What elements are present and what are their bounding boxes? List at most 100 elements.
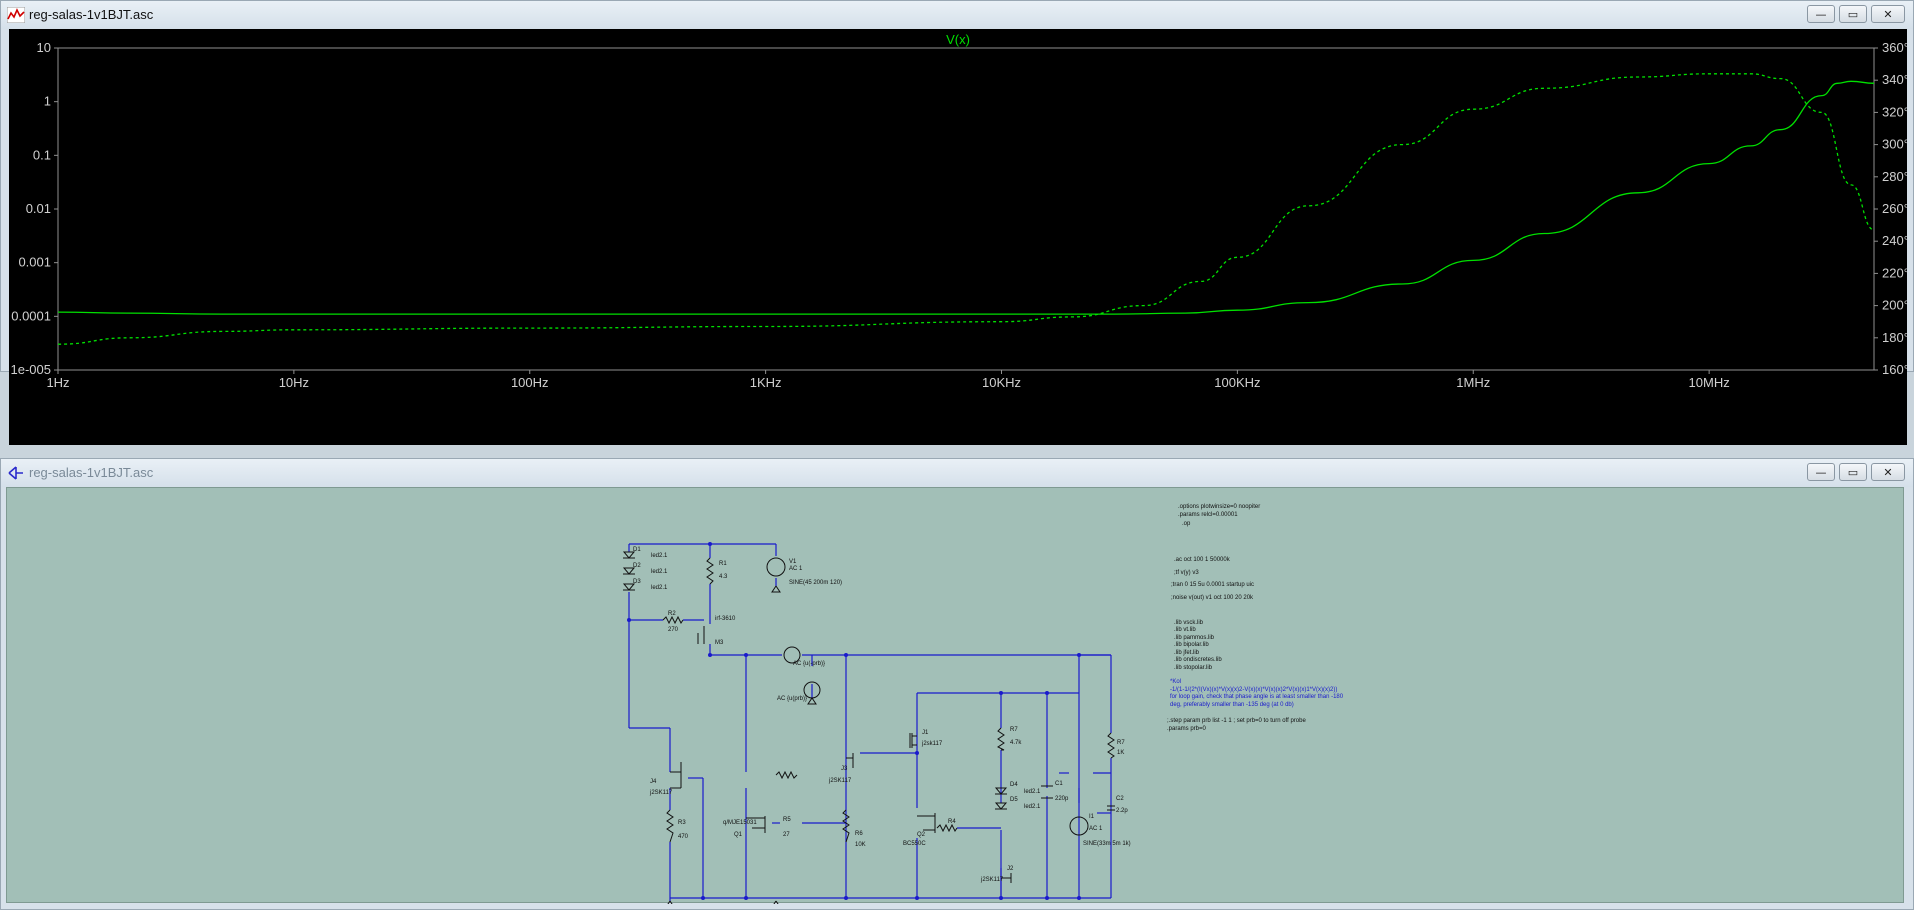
label-m3: M3 [715,640,724,646]
x-tick-label: 1MHz [1456,375,1490,390]
label-r2: R2 [668,611,676,617]
label-r2-value: 270 [668,627,679,633]
y-right-tick-label: 360° [1882,40,1907,55]
directive-noise[interactable]: ;noise v(out) v1 oct 100 20 20k [1171,595,1254,601]
directive-lib-2[interactable]: .lib vt.lib [1174,627,1196,633]
y-right-tick-label: 200° [1882,298,1907,313]
phase-trace[interactable] [57,73,1875,345]
minimize-button[interactable]: — [1807,463,1835,481]
x-tick-label: 100Hz [511,375,549,390]
trace-label[interactable]: V(x) [946,32,970,47]
y-left-tick-label: 0.0001 [11,308,51,323]
label-v1: V1 [789,559,797,565]
x-tick-label: 1KHz [750,375,782,390]
label-d2-value: led2.1 [651,569,668,575]
directive-lib-1[interactable]: .lib vsck.lib [1174,620,1204,626]
label-j3-value: j2SK117 [828,778,852,784]
comment-line-1[interactable]: for loop gain, check that phase angle is… [1170,694,1344,700]
maximize-button[interactable]: ▭ [1839,463,1867,481]
comment-formula[interactable]: -1/(1-1/(2*(I(Vx)(x)*V(x)(x)2-V(x)(x)*V(… [1170,687,1337,693]
plot-window-controls: — ▭ ✕ [1807,5,1905,23]
schematic-window-controls: — ▭ ✕ [1807,463,1905,481]
x-tick-label: 10MHz [1689,375,1730,390]
label-r7: R7 [1010,727,1018,733]
directive-params[interactable]: .params relcl=0.00001 [1178,512,1238,518]
schematic-window-title: reg-salas-1v1BJT.asc [29,465,154,480]
close-button[interactable]: ✕ [1871,463,1905,481]
y-right-tick-label: 160° [1882,362,1907,377]
label-r5: R5 [783,817,791,823]
directive-tran[interactable]: ;tran 0 15 5u 0.0001 startup uic [1171,582,1254,588]
schematic-canvas[interactable]: D1 led2.1 D2 led2.1 D3 led2.1 R1 4.3 V1 … [6,487,1905,908]
junctions [627,542,1081,900]
comment-title[interactable]: *Kol [1170,679,1181,685]
right-axis: 360°340°320°300°280°260°240°220°200°180°… [1874,40,1909,377]
directive-step[interactable]: ;.step param prb list -1 1 ; set prb=0 t… [1167,718,1306,724]
label-d5: D5 [1010,797,1018,803]
directive-op[interactable]: .op [1182,521,1191,527]
x-tick-label: 1Hz [46,375,69,390]
plot-area-frame [57,47,1875,371]
label-d5-value: led2.1 [1024,804,1041,810]
directive-params-prb[interactable]: .params prb=0 [1167,726,1207,732]
magnitude-trace[interactable] [57,80,1875,315]
label-d4: D4 [1010,782,1018,788]
resistors [662,557,1115,843]
label-d1-value: led2.1 [651,553,668,559]
y-left-tick-label: 1 [44,94,51,109]
label-i1: I1 [1089,814,1095,820]
label-d2: D2 [633,563,641,569]
label-r6: R6 [855,831,863,837]
label-r3-value: 470 [678,834,689,840]
label-r3: R3 [678,820,686,826]
label-r4: R4 [948,819,956,825]
y-right-tick-label: 220° [1882,265,1907,280]
comment-line-2[interactable]: deg, preferably smaller than -135 deg (a… [1170,702,1294,708]
label-q1: Q1 [734,832,743,838]
y-right-tick-label: 320° [1882,104,1907,119]
directive-lib-3[interactable]: .lib pammos.lib [1174,635,1215,641]
spice-directives[interactable]: .options plotwinsize=0 noopiter .params … [1167,504,1344,732]
directive-lib-4[interactable]: .lib bipolar.lib [1174,642,1209,648]
label-i1-source: SINE(33m 5m 1k) [1083,841,1131,847]
y-right-tick-label: 260° [1882,201,1907,216]
label-i1-value: AC 1 [1089,826,1103,832]
label-j4-value: j2SK117 [649,790,673,796]
label-d3: D3 [633,579,641,585]
label-j1: J1 [922,730,929,736]
maximize-button[interactable]: ▭ [1839,5,1867,23]
y-left-tick-label: 0.01 [26,201,51,216]
y-right-tick-label: 240° [1882,233,1907,248]
schematic-icon [8,466,23,480]
label-ac2: AC {u(prb)} [777,696,807,702]
label-c1-value: 220p [1055,796,1069,802]
label-v1-source: SINE(45 200m 120) [789,580,842,586]
label-j3: J3 [841,766,848,772]
directive-lib-6[interactable]: .lib ondiscretes.lib [1174,657,1222,663]
label-r8-value: 1K [1117,750,1124,756]
schematic-window-titlebar[interactable]: reg-salas-1v1BJT.asc — ▭ ✕ [1,459,1913,487]
schematic-drawing[interactable]: D1 led2.1 D2 led2.1 D3 led2.1 R1 4.3 V1 … [7,488,1905,908]
y-left-tick-label: 0.001 [18,255,51,270]
label-j1-value: j2sk117 [921,741,943,747]
close-button[interactable]: ✕ [1871,5,1905,23]
label-q2-value: BC550C [903,841,926,847]
label-r6-value: 10K [855,842,866,848]
minimize-button[interactable]: — [1807,5,1835,23]
plot-window-titlebar[interactable]: reg-salas-1v1BJT.asc — ▭ ✕ [1,1,1913,29]
label-d3-value: led2.1 [651,585,668,591]
label-r7-value: 4.7k [1010,740,1022,746]
directive-options[interactable]: .options plotwinsize=0 noopiter [1178,504,1260,510]
plot-window-title: reg-salas-1v1BJT.asc [29,7,154,22]
directive-lib-7[interactable]: .lib stopolar.lib [1174,665,1213,671]
label-r1: R1 [719,561,727,567]
directive-ac[interactable]: .ac oct 100 1 50000k [1174,557,1231,563]
label-r5-value: 27 [783,832,790,838]
diodes [622,551,1008,810]
directive-tf[interactable]: ;tf v(y) v3 [1174,570,1199,576]
directive-lib-5[interactable]: .lib jfet.lib [1174,650,1200,656]
